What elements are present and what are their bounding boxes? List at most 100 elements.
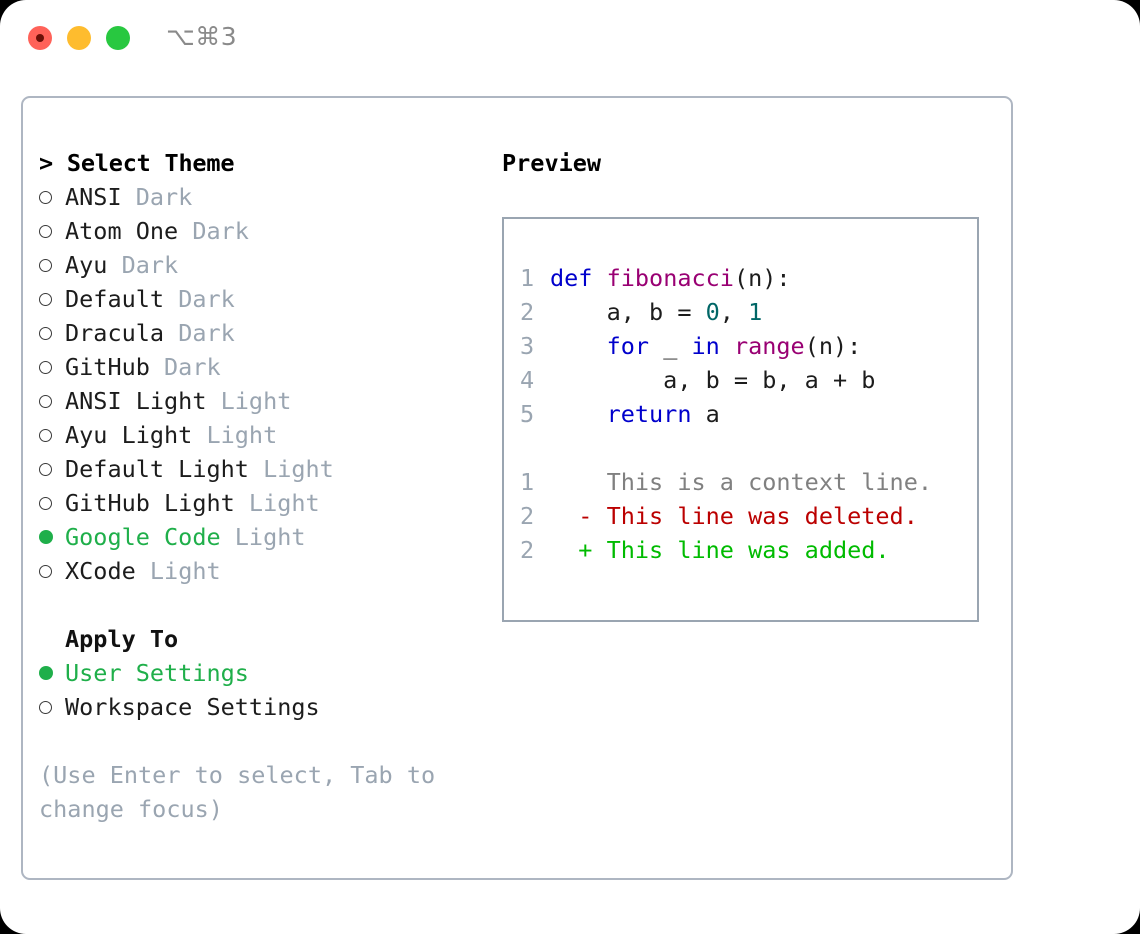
radio-bullet <box>39 395 52 408</box>
code-token <box>720 332 734 360</box>
theme-name: Dracula <box>65 319 165 347</box>
line-number: 2 <box>520 536 535 564</box>
theme-option-ayu-light[interactable]: Ayu Light Light <box>39 418 489 452</box>
radio-bullet <box>39 361 52 374</box>
theme-variant-badge: Light <box>192 421 278 449</box>
theme-variant-badge: Dark <box>121 183 193 211</box>
radio-unselected-icon <box>39 384 65 418</box>
line-number: 1 <box>520 468 535 496</box>
theme-variant-badge: Dark <box>178 217 249 245</box>
theme-variant-badge: Dark <box>164 285 235 313</box>
line-number: 4 <box>520 366 535 394</box>
radio-bullet <box>39 666 53 680</box>
theme-option-ayu[interactable]: Ayu Dark <box>39 248 489 282</box>
keyboard-shortcut-label: ⌥⌘3 <box>166 22 238 51</box>
diff-sample: 1 This is a context line.2 - This line w… <box>520 465 971 567</box>
code-token: 0 <box>705 298 720 326</box>
radio-unselected-icon <box>39 214 65 248</box>
diff-line-del: 2 - This line was deleted. <box>520 499 971 533</box>
theme-option-default-light[interactable]: Default Light Light <box>39 452 489 486</box>
radio-bullet <box>39 701 52 714</box>
radio-bullet <box>39 259 52 272</box>
theme-variant-badge: Light <box>220 523 306 551</box>
spacer <box>39 588 489 622</box>
minimize-window-icon[interactable] <box>67 26 91 50</box>
theme-name: Ayu <box>65 251 108 279</box>
diff-text: This line was added. <box>606 536 890 564</box>
code-token: a, b = b, a + b <box>550 366 876 394</box>
theme-variant-badge: Light <box>206 387 292 415</box>
select-theme-header: > Select Theme <box>39 149 235 177</box>
radio-unselected-icon <box>39 248 65 282</box>
radio-unselected-icon <box>39 486 65 520</box>
radio-bullet <box>39 530 53 544</box>
theme-variant-badge: Dark <box>107 251 179 279</box>
radio-unselected-icon <box>39 554 65 588</box>
code-token: in <box>691 332 720 360</box>
code-token: _ <box>649 332 692 360</box>
code-token <box>550 332 607 360</box>
diff-text: This is a context line. <box>606 468 933 496</box>
theme-name: Default Light <box>65 455 249 483</box>
code-token: (n): <box>733 264 791 292</box>
theme-name: ANSI <box>65 183 122 211</box>
code-token: range <box>733 332 805 360</box>
radio-bullet <box>39 429 52 442</box>
code-token <box>550 400 607 428</box>
keyboard-hint-text: (Use Enter to select, Tab to change focu… <box>39 761 450 823</box>
apply-to-label: User Settings <box>65 659 249 687</box>
apply-to-header: Apply To <box>65 625 179 653</box>
traffic-lights <box>28 26 130 50</box>
preview-title: Preview <box>502 149 602 177</box>
zoom-window-icon[interactable] <box>106 26 130 50</box>
radio-unselected-icon <box>39 690 65 724</box>
theme-variant-badge: Light <box>248 455 334 483</box>
theme-name: Ayu Light <box>65 421 193 449</box>
theme-name: ANSI Light <box>65 387 207 415</box>
code-token <box>592 264 606 292</box>
code-token: , <box>719 298 749 326</box>
theme-option-dracula[interactable]: Dracula Dark <box>39 316 489 350</box>
theme-name: Default <box>65 285 165 313</box>
theme-option-xcode[interactable]: XCode Light <box>39 554 489 588</box>
diff-sign: + <box>550 536 607 564</box>
theme-option-ansi-light[interactable]: ANSI Light Light <box>39 384 489 418</box>
radio-unselected-icon <box>39 350 65 384</box>
code-line: 2 a, b = 0, 1 <box>520 295 971 329</box>
theme-option-ansi[interactable]: ANSI Dark <box>39 180 489 214</box>
spacer-2 <box>39 724 489 758</box>
radio-bullet <box>39 225 52 238</box>
radio-bullet <box>39 191 52 204</box>
theme-option-google-code[interactable]: Google Code Light <box>39 520 489 554</box>
code-line: 3 for _ in range(n): <box>520 329 971 363</box>
diff-sign <box>550 468 607 496</box>
title-bar: ⌥⌘3 <box>0 0 1140 78</box>
apply-to-option-workspace-settings[interactable]: Workspace Settings <box>39 690 489 724</box>
line-number: 2 <box>520 502 535 530</box>
radio-unselected-icon <box>39 180 65 214</box>
theme-variant-badge: Light <box>234 489 320 517</box>
radio-bullet <box>39 327 52 340</box>
theme-name: GitHub <box>65 353 150 381</box>
theme-option-atom-one[interactable]: Atom One Dark <box>39 214 489 248</box>
line-number: 5 <box>520 400 535 428</box>
radio-bullet <box>39 293 52 306</box>
diff-line-ctx: 1 This is a context line. <box>520 465 971 499</box>
code-token: fibonacci <box>606 264 734 292</box>
theme-option-github[interactable]: GitHub Dark <box>39 350 489 384</box>
radio-bullet <box>39 565 52 578</box>
theme-option-github-light[interactable]: GitHub Light Light <box>39 486 489 520</box>
theme-option-default[interactable]: Default Dark <box>39 282 489 316</box>
theme-name: Atom One <box>65 217 179 245</box>
close-window-icon[interactable] <box>28 26 52 50</box>
code-spacer <box>520 431 971 465</box>
apply-to-option-user-settings[interactable]: User Settings <box>39 656 489 690</box>
diff-sign: - <box>550 502 607 530</box>
